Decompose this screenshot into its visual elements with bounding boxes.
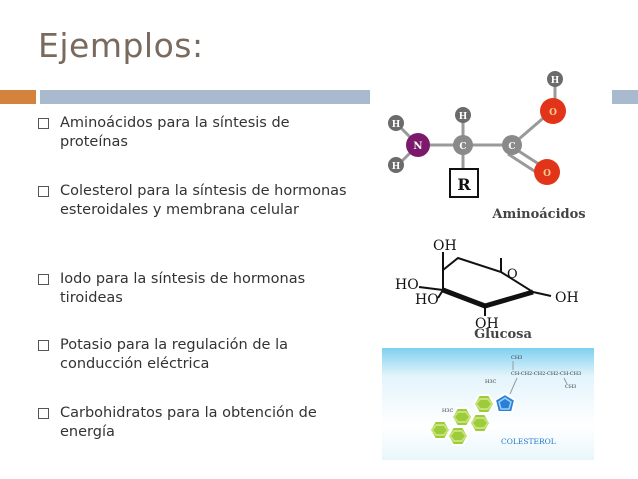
glucose-oh-label: OH — [555, 290, 579, 306]
title-rule-right — [612, 90, 638, 104]
bullet-text: Aminoácidos para la síntesis de proteína… — [60, 115, 290, 150]
carbon-label: C — [508, 142, 515, 152]
bullet-box-icon — [38, 408, 49, 419]
bullet-item: Iodo para la síntesis de hormonas tiroid… — [38, 270, 348, 308]
carbon-label: C — [459, 142, 466, 152]
nitrogen-atom — [406, 133, 430, 157]
bullet-item: Carbohidratos para la obtención de energ… — [38, 404, 348, 442]
bullet-box-icon — [38, 340, 49, 351]
nitrogen-label: N — [413, 141, 422, 152]
oxygen-atom — [540, 98, 566, 124]
oxygen-label: O — [549, 108, 557, 118]
bullet-item: Potasio para la regulación de la conducc… — [38, 336, 348, 374]
title-rule-accent — [0, 90, 36, 104]
glucose-ho-label: HO — [415, 292, 439, 308]
amino-acid-diagram: R N C C O O H H H H Aminoácidos — [388, 71, 586, 222]
carbon-atom — [453, 135, 473, 155]
carbon-atom — [502, 135, 522, 155]
glucose-figure: OH HO HO O OH OH Glucosa — [383, 232, 593, 342]
r-label: R — [457, 175, 471, 194]
oxygen-label: O — [543, 169, 551, 179]
glucose-caption: Glucosa — [474, 327, 532, 342]
hydrogen-atom — [388, 157, 404, 173]
bullet-text: Potasio para la regulación de la conducc… — [60, 337, 288, 372]
glucose-oh-label: OH — [475, 316, 499, 332]
bullet-box-icon — [38, 186, 49, 197]
hydrogen-label: H — [392, 120, 401, 130]
bullet-box-icon — [38, 118, 49, 129]
oxygen-atom — [534, 159, 560, 185]
bullet-text: Carbohidratos para la obtención de energ… — [60, 405, 317, 440]
glucose-ho-label: HO — [395, 277, 419, 293]
cholesterol-figure: CH3 CH-CH2-CH2-CH2-CH-CH3 CH3 H3C H3C — [382, 348, 594, 460]
cholesterol-ch3-label: CH3 — [565, 384, 576, 390]
hydrogen-label: H — [459, 112, 468, 122]
bullet-item: Aminoácidos para la síntesis de proteína… — [38, 114, 348, 152]
hydrogen-atom — [388, 115, 404, 131]
cholesterol-h3c-label: H3C — [485, 379, 497, 385]
hydrogen-label: H — [551, 76, 560, 86]
amino-caption: Aminoácidos — [491, 207, 585, 222]
glucose-oh-label: OH — [433, 238, 457, 254]
glucose-o-label: O — [507, 267, 518, 282]
cholesterol-diagram: CH3 CH-CH2-CH2-CH2-CH-CH3 CH3 H3C H3C — [382, 348, 594, 460]
cholesterol-ch3-label: CH3 — [511, 355, 522, 361]
r-group-box — [449, 168, 479, 198]
hydrogen-label: H — [392, 162, 401, 172]
hydrogen-atom — [455, 107, 471, 123]
bullet-text: Colesterol para la síntesis de hormonas … — [60, 183, 347, 218]
hydrogen-atom — [547, 71, 563, 87]
bullet-box-icon — [38, 274, 49, 285]
bullet-text: Iodo para la síntesis de hormonas tiroid… — [60, 271, 306, 306]
cholesterol-caption: COLESTEROL — [501, 437, 556, 446]
cholesterol-chain-label: CH-CH2-CH2-CH2-CH-CH3 — [511, 371, 581, 377]
slide-title: Ejemplos: — [38, 26, 204, 65]
cholesterol-h3c-label: H3C — [442, 408, 454, 414]
amino-acid-figure: R N C C O O H H H H Aminoácidos — [380, 66, 595, 226]
title-rule — [40, 90, 370, 104]
glucose-diagram: OH HO HO O OH OH Glucosa — [395, 238, 579, 342]
bullet-item: Colesterol para la síntesis de hormonas … — [38, 182, 348, 220]
